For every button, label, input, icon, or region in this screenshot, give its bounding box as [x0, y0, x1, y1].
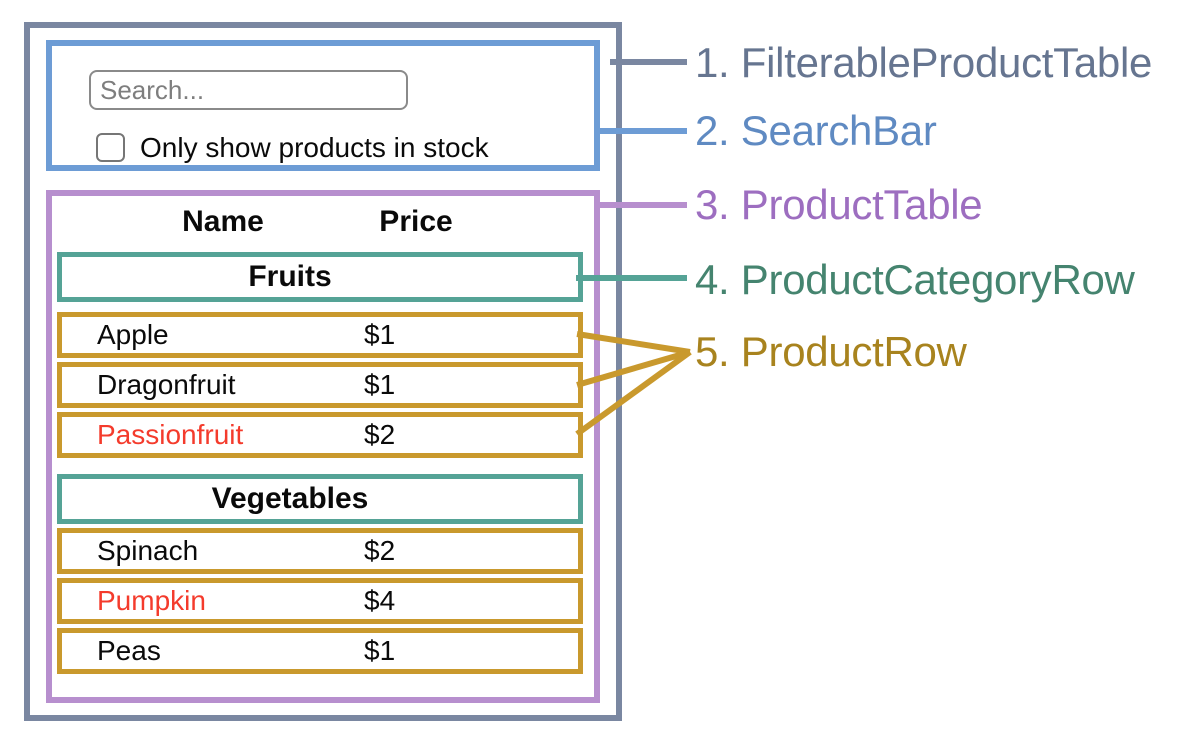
- product-name: Spinach: [97, 535, 199, 566]
- category-label: Fruits: [248, 260, 332, 293]
- column-header-price: Price: [379, 205, 453, 238]
- category-row-vegetables: Vegetables: [57, 474, 583, 524]
- product-name: Pumpkin: [97, 585, 206, 616]
- in-stock-checkbox[interactable]: [96, 133, 125, 162]
- product-row-apple: Apple $1: [57, 312, 583, 358]
- product-name: Dragonfruit: [97, 369, 236, 400]
- search-bar-box: [46, 40, 600, 171]
- product-name: Passionfruit: [97, 419, 244, 450]
- product-price: $2: [364, 535, 396, 566]
- product-row-passionfruit: Passionfruit $2: [57, 412, 583, 458]
- legend-item-product-table: 3. ProductTable: [695, 181, 983, 228]
- in-stock-checkbox-label: Only show products in stock: [140, 132, 489, 163]
- legend-item-search-bar: 2. SearchBar: [695, 107, 937, 154]
- product-row-spinach: Spinach $2: [57, 528, 583, 574]
- product-price: $4: [364, 585, 396, 616]
- product-name: Apple: [97, 319, 169, 350]
- category-label: Vegetables: [211, 482, 369, 515]
- legend-item-filterable-product-table: 1. FilterableProductTable: [695, 39, 1153, 86]
- product-row-pumpkin: Pumpkin $4: [57, 578, 583, 624]
- product-price: $1: [364, 635, 396, 666]
- product-price: $1: [364, 319, 396, 350]
- column-header-name: Name: [182, 205, 264, 238]
- product-price: $2: [364, 419, 396, 450]
- product-table-box: [46, 190, 600, 703]
- legend-item-product-category-row: 4. ProductCategoryRow: [695, 256, 1135, 303]
- legend-item-product-row: 5. ProductRow: [695, 328, 967, 375]
- search-input[interactable]: [89, 70, 408, 110]
- product-price: $1: [364, 369, 396, 400]
- product-row-peas: Peas $1: [57, 628, 583, 674]
- category-row-fruits: Fruits: [57, 252, 583, 302]
- product-row-dragonfruit: Dragonfruit $1: [57, 362, 583, 408]
- product-name: Peas: [97, 635, 161, 666]
